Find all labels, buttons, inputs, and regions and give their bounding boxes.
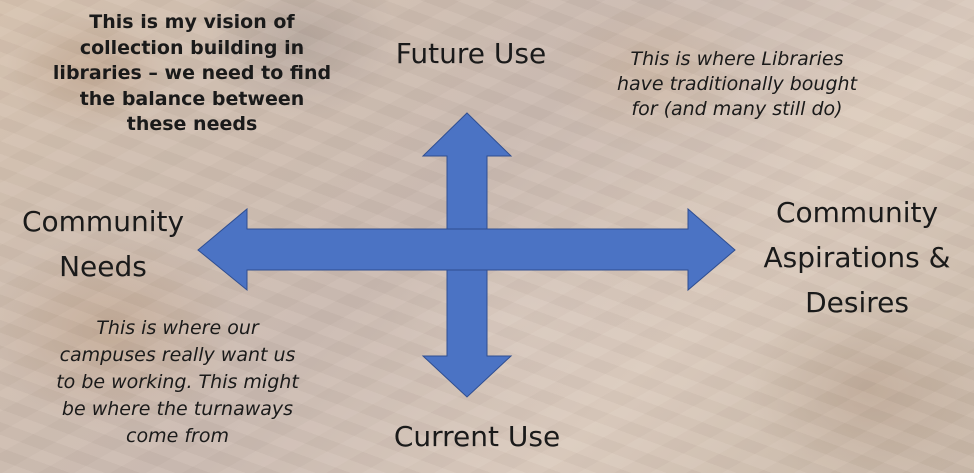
community-aspirations-label: Community Aspirations & Desires bbox=[763, 196, 951, 319]
traditional-note: This is where Libraries have traditional… bbox=[616, 48, 858, 120]
community-needs-label: Community Needs bbox=[21, 205, 185, 283]
campuses-note: This is where our campuses really want u… bbox=[56, 317, 299, 447]
current-use-label: Current Use bbox=[393, 420, 561, 453]
vision-note: This is my vision of collection building… bbox=[52, 11, 332, 135]
horizontal-double-arrow-icon bbox=[197, 207, 736, 292]
future-use-label: Future Use bbox=[395, 37, 547, 70]
